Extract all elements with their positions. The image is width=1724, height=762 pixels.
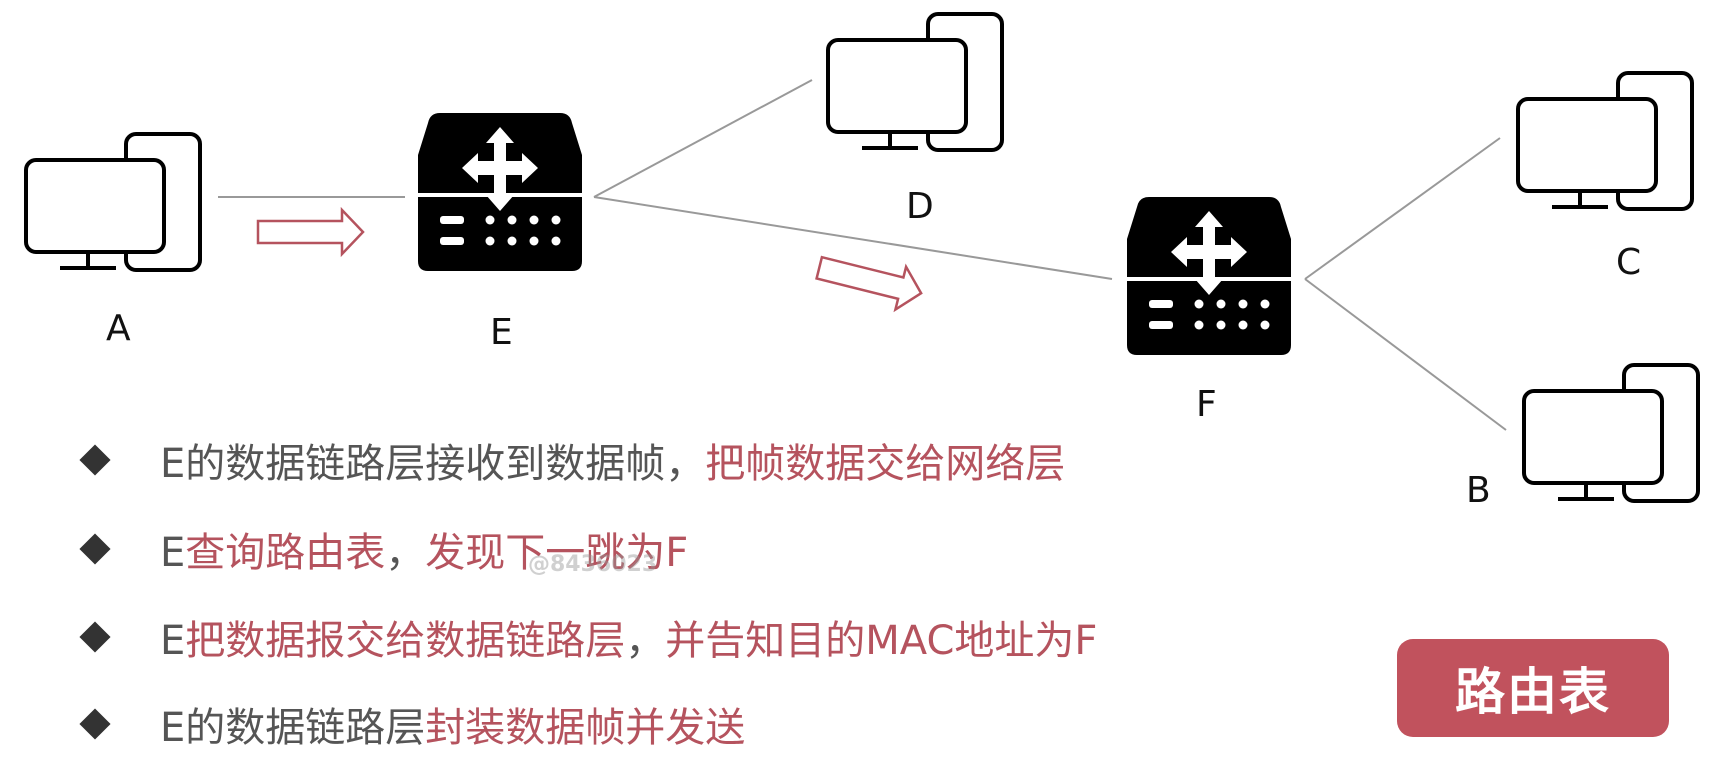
computer-b-icon (1522, 363, 1700, 503)
plain-text: ， (385, 530, 426, 576)
plain-text: E (160, 618, 186, 664)
arrow-e-to-f-icon (815, 255, 923, 313)
router-e-icon (418, 113, 582, 271)
bullet-text-4: E的数据链路层封装数据帧并发送 (160, 695, 745, 753)
bullet-item-4: E的数据链路层封装数据帧并发送 (79, 694, 745, 754)
bullet-item-1: E的数据链路层接收到数据帧，把帧数据交给网络层 (79, 430, 1065, 490)
highlighted-text: 封装数据帧并发送 (425, 705, 746, 751)
bullet-text-1: E的数据链路层接收到数据帧，把帧数据交给网络层 (160, 431, 1065, 489)
plain-text: E (160, 530, 186, 576)
bullet-text-3: E把数据报交给数据链路层，并告知目的MAC地址为F (160, 608, 1097, 666)
plain-text: E的数据链路层 (160, 705, 426, 751)
node-label-c: C (1616, 242, 1642, 283)
arrow-a-to-e-icon (256, 206, 365, 258)
plain-text: ， (625, 618, 666, 664)
node-label-d: D (906, 186, 934, 227)
router-f-icon (1127, 197, 1291, 355)
node-label-a: A (106, 308, 131, 349)
node-label-b: B (1466, 470, 1491, 511)
highlighted-text: 把帧数据交给网络层 (705, 441, 1066, 487)
node-label-e: E (490, 312, 513, 353)
computer-c-icon (1516, 71, 1694, 211)
diamond-bullet-icon (79, 533, 111, 565)
watermark: @8436023 (528, 552, 658, 577)
link-e-d (593, 79, 813, 198)
routing-table-button[interactable]: 路由表 (1397, 639, 1669, 737)
link-f-c (1304, 137, 1501, 280)
computer-a-icon (24, 132, 202, 272)
highlighted-text: 发现下一跳为F (425, 530, 689, 576)
highlighted-text: 把数据报交给数据链路层 (185, 618, 626, 664)
highlighted-text: 并告知目的MAC地址为F (665, 618, 1098, 664)
diamond-bullet-icon (79, 621, 111, 653)
highlighted-text: 查询路由表 (185, 530, 386, 576)
node-label-f: F (1196, 384, 1217, 425)
bullet-item-2: E查询路由表，发现下一跳为F (79, 519, 688, 579)
bullet-item-3: E把数据报交给数据链路层，并告知目的MAC地址为F (79, 607, 1097, 667)
diamond-bullet-icon (79, 708, 111, 740)
computer-d-icon (826, 12, 1004, 152)
bullet-text-2: E查询路由表，发现下一跳为F (160, 520, 688, 578)
diamond-bullet-icon (79, 444, 111, 476)
plain-text: E的数据链路层接收到数据帧， (160, 441, 706, 487)
link-e-f (593, 196, 1113, 280)
link-f-b (1304, 278, 1507, 431)
